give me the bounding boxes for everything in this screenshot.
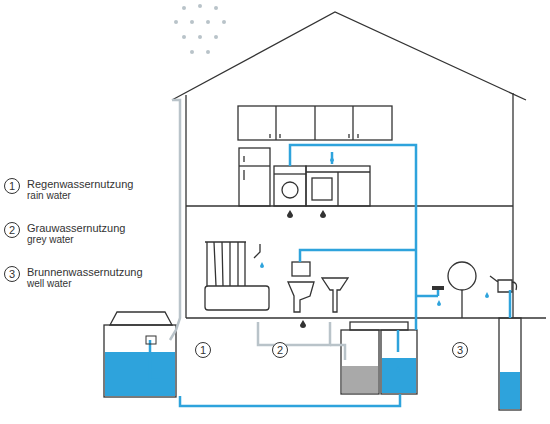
number-circle: 2 bbox=[272, 342, 288, 358]
house-outline bbox=[104, 12, 546, 410]
number-circle: 3 bbox=[4, 266, 20, 282]
callout-number: 2 bbox=[272, 342, 288, 358]
callout-number: 1 bbox=[195, 342, 211, 358]
legend-text: Grauwassernutzunggrey water bbox=[27, 222, 125, 246]
english-label: well water bbox=[27, 278, 143, 290]
legend-text: Brunnenwassernutzungwell water bbox=[27, 266, 143, 290]
german-label: Regenwassernutzung bbox=[27, 178, 133, 190]
legend-entry: 2 Grauwassernutzunggrey water bbox=[4, 222, 125, 246]
number-circle: 1 bbox=[4, 178, 20, 194]
german-label: Brunnenwassernutzung bbox=[27, 266, 143, 278]
blue-pipes bbox=[150, 145, 510, 406]
rain-drops bbox=[174, 4, 226, 54]
number-circle: 3 bbox=[452, 342, 468, 358]
number-circle: 2 bbox=[4, 222, 20, 238]
german-label: Grauwassernutzung bbox=[27, 222, 125, 234]
legend-entry: 3 Brunnenwassernutzungwell water bbox=[4, 266, 143, 290]
legend-entry: 1 Regenwassernutzungrain water bbox=[4, 178, 133, 202]
english-label: grey water bbox=[27, 234, 125, 246]
legend-text: Regenwassernutzungrain water bbox=[27, 178, 133, 202]
number-circle: 1 bbox=[195, 342, 211, 358]
callout-number: 3 bbox=[452, 342, 468, 358]
english-label: rain water bbox=[27, 190, 133, 202]
grey-pipes bbox=[170, 100, 345, 360]
